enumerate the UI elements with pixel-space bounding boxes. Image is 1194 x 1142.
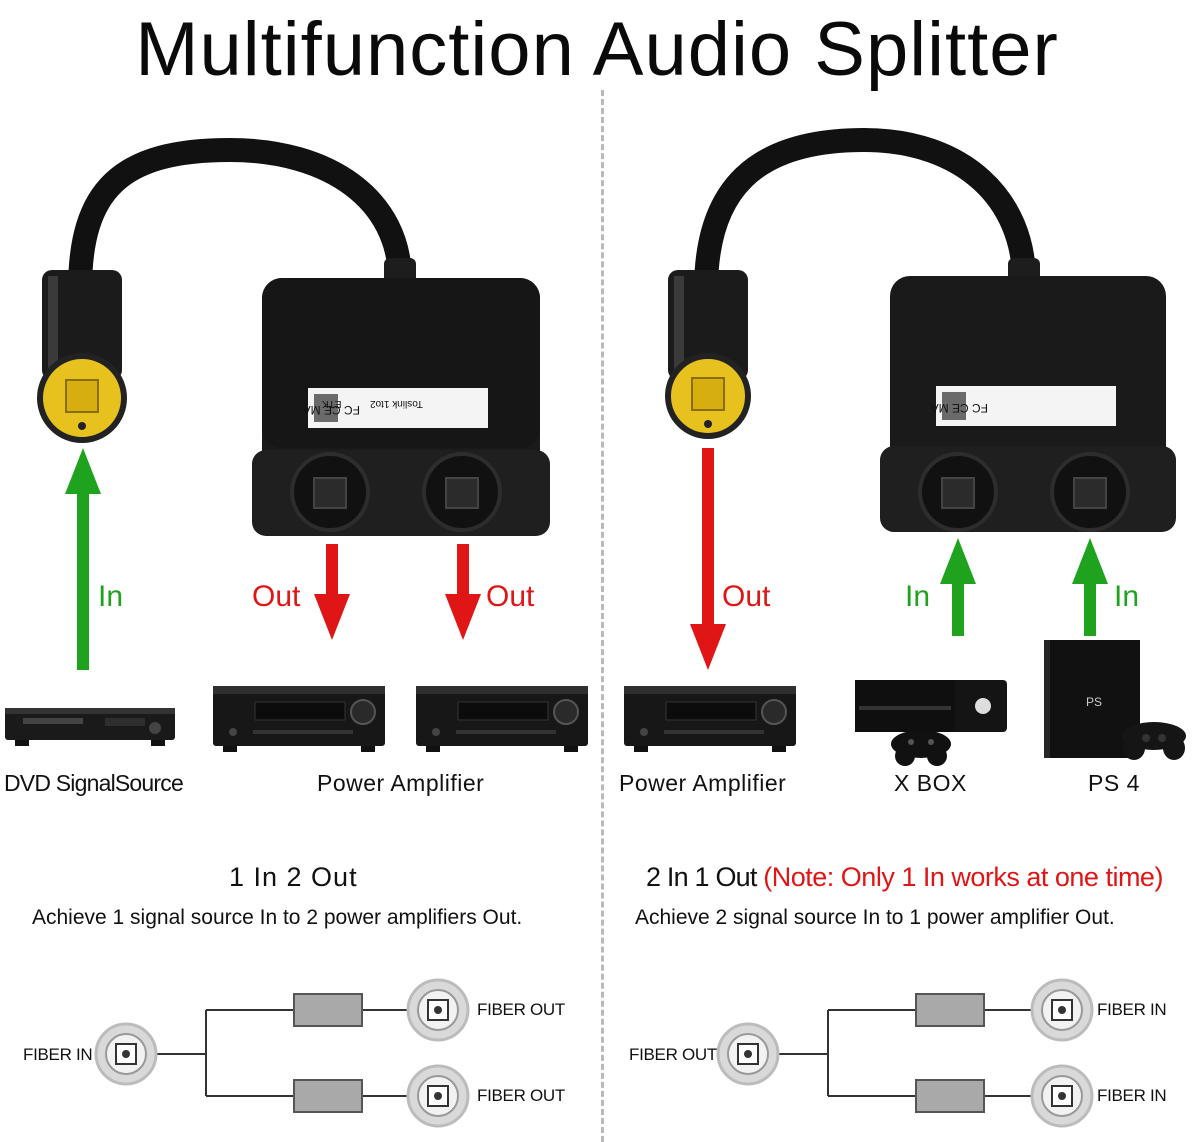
out-label: Out	[252, 580, 301, 613]
optical-port-icon	[1030, 1064, 1094, 1128]
product-model-text: Toslink 1to2	[370, 398, 423, 409]
out-arrow-right	[690, 448, 726, 670]
splitter-block	[915, 993, 985, 1027]
fiber-out-label: FIBER OUT	[629, 1045, 717, 1064]
splitter-block	[915, 1079, 985, 1113]
mode-title-left: 1 In 2 Out	[229, 862, 358, 892]
page-title: Multifunction Audio Splitter	[135, 7, 1059, 92]
in-arrow-left	[65, 448, 101, 670]
optical-port-icon	[716, 1022, 780, 1086]
mode-description-left: Achieve 1 signal source In to 2 power am…	[32, 906, 523, 929]
plug-body	[42, 270, 122, 380]
out-arrow-left-2	[445, 544, 481, 640]
gamepad-icon	[1122, 722, 1186, 760]
out-label: Out	[486, 580, 535, 613]
schematic-right	[716, 978, 1094, 1128]
svg-text:FC CE MA: FC CE MA	[931, 401, 988, 415]
splitter-product-left: FC CE MA	[37, 137, 550, 536]
gamepad-icon	[891, 730, 951, 766]
plug-body	[668, 270, 748, 380]
splitter-block	[293, 1079, 363, 1113]
splitter-block	[293, 993, 363, 1027]
power-amplifier-label: Power Amplifier	[619, 770, 787, 796]
power-amplifier-icon	[624, 686, 796, 752]
in-arrow-right-2	[1072, 538, 1108, 636]
cable	[68, 137, 412, 302]
svg-text:FC CE MA: FC CE MA	[303, 403, 360, 417]
optical-port-icon	[406, 978, 470, 1042]
out-label: Out	[722, 580, 771, 613]
fiber-in-label: FIBER IN	[1097, 1000, 1167, 1019]
mode-description-right: Achieve 2 signal source In to 1 power am…	[635, 906, 1115, 929]
power-amplifier-icon	[416, 686, 588, 752]
in-arrow-right-1	[940, 538, 976, 636]
product-brand-text: ETK	[322, 398, 342, 409]
center-divider	[601, 90, 604, 1142]
fiber-in-label: FIBER IN	[1097, 1086, 1167, 1105]
in-label: In	[905, 580, 931, 613]
out-arrow-left-1	[314, 544, 350, 640]
power-amplifier-label: Power Amplifier	[317, 770, 485, 796]
strain-relief	[384, 258, 416, 284]
splitter-product-right: FC CE MA	[665, 127, 1176, 532]
schematic-left	[94, 978, 470, 1128]
dvd-source-label: DVD SignalSource	[4, 770, 184, 796]
optical-port-icon	[1030, 978, 1094, 1042]
svg-text:PS: PS	[1086, 695, 1102, 709]
dvd-player-icon	[5, 708, 175, 746]
ps4-console-icon: PS	[1044, 640, 1186, 760]
fiber-out-label: FIBER OUT	[477, 1086, 565, 1105]
mode-title-text: 2 In 1 Out	[646, 862, 757, 892]
power-amplifier-icon	[213, 686, 385, 752]
fiber-in-label: FIBER IN	[23, 1045, 93, 1064]
in-label: In	[1114, 580, 1140, 613]
xbox-label: X BOX	[894, 770, 967, 796]
xbox-console-icon	[855, 680, 1007, 766]
mode-title-right: 2 In 1 Out (Note: Only 1 In works at one…	[646, 862, 1163, 893]
mode-note: (Note: Only 1 In works at one time)	[763, 862, 1163, 892]
in-label: In	[98, 580, 124, 613]
cable	[694, 127, 1036, 302]
optical-port-icon	[94, 1022, 158, 1086]
optical-port-icon	[406, 1064, 470, 1128]
fiber-out-label: FIBER OUT	[477, 1000, 565, 1019]
ps4-label: PS 4	[1088, 770, 1140, 796]
